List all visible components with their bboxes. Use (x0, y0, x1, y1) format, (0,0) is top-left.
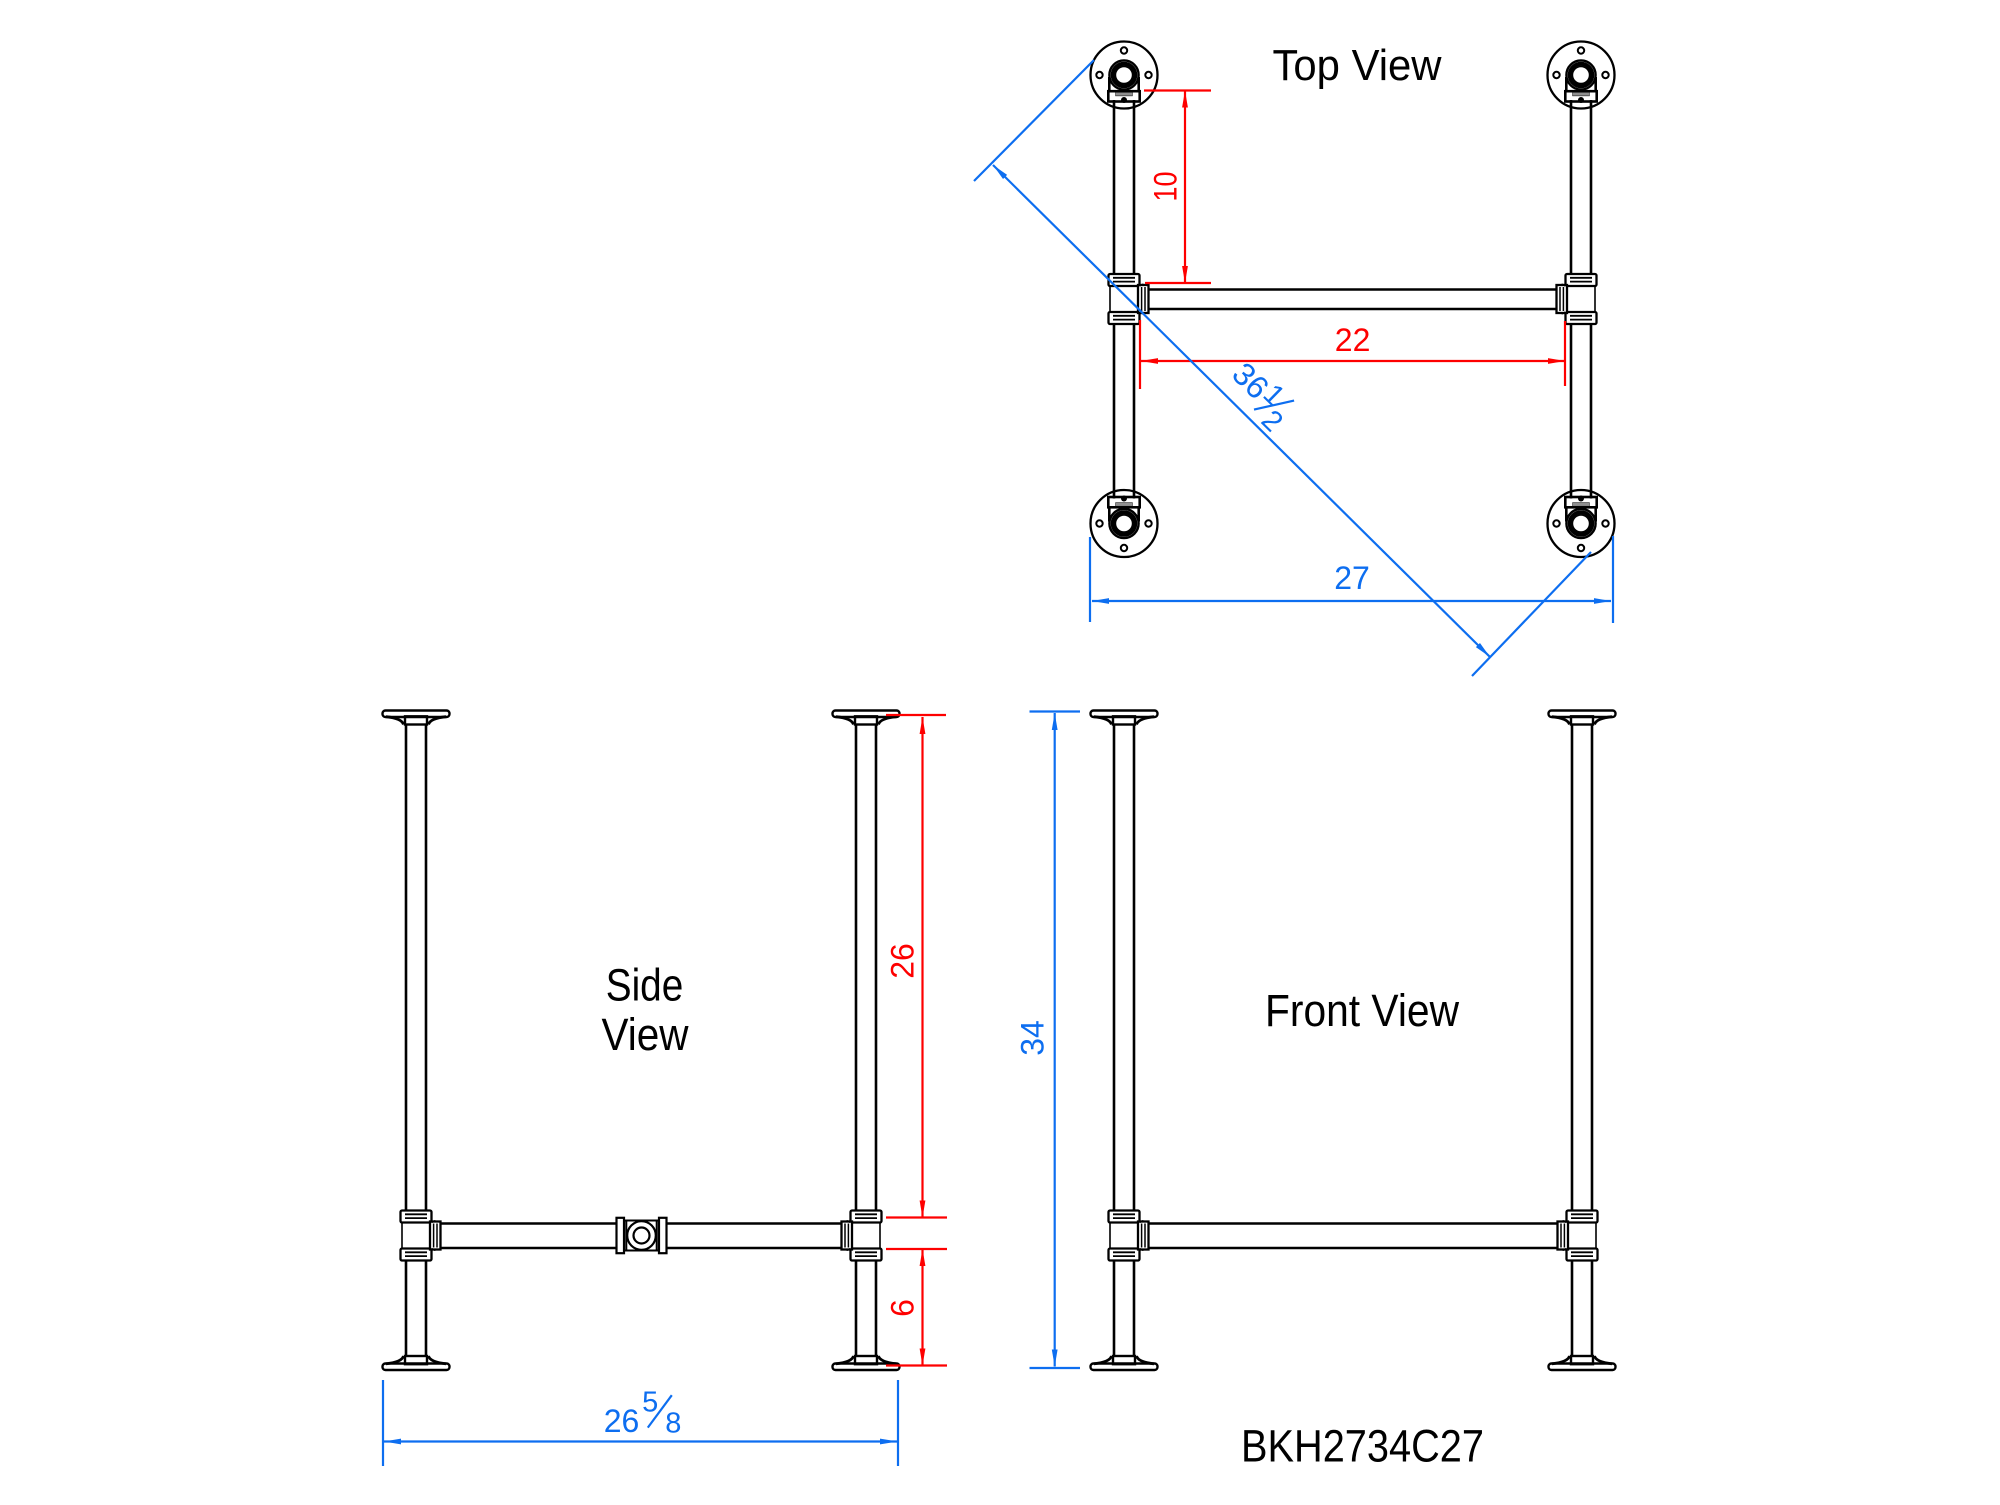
svg-text:View: View (602, 1009, 689, 1060)
svg-text:6: 6 (885, 1299, 921, 1317)
svg-text:BKH2734C27: BKH2734C27 (1241, 1421, 1484, 1472)
svg-text:27: 27 (1334, 560, 1370, 596)
svg-text:Side: Side (606, 960, 684, 1011)
svg-text:5: 5 (642, 1387, 658, 1419)
svg-text:26: 26 (885, 943, 921, 979)
svg-text:26: 26 (604, 1403, 640, 1439)
svg-text:22: 22 (1335, 322, 1371, 358)
svg-text:8: 8 (665, 1408, 681, 1440)
svg-text:34: 34 (1015, 1020, 1051, 1056)
svg-text:Top View: Top View (1273, 41, 1442, 90)
svg-text:10: 10 (1148, 172, 1184, 202)
svg-text:Front View: Front View (1265, 985, 1459, 1036)
